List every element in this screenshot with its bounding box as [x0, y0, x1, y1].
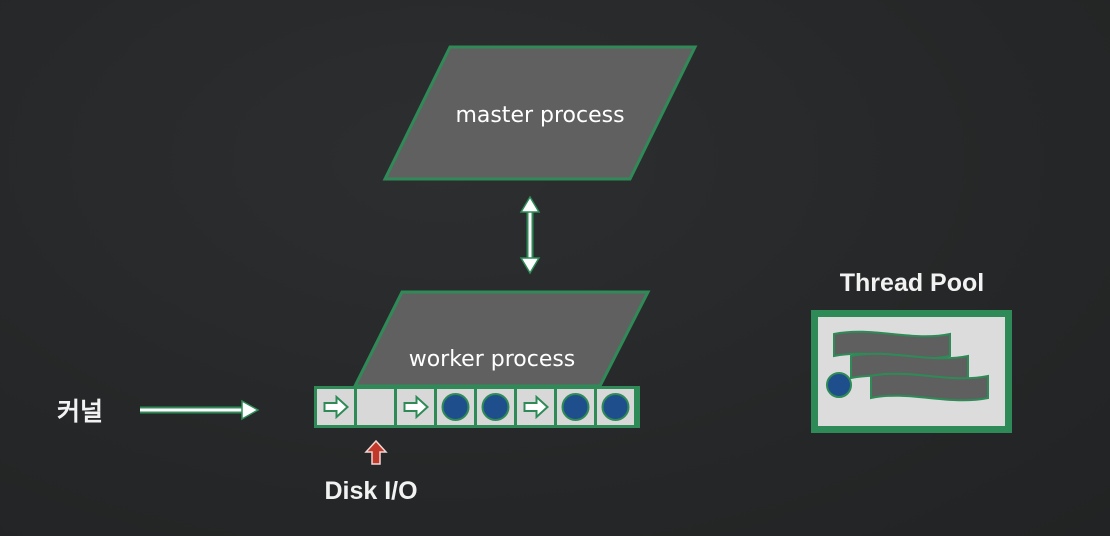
queue-cell	[357, 389, 394, 425]
queue-event-arrow-icon	[403, 394, 429, 420]
queue-event-arrow-icon	[523, 394, 549, 420]
queue-task-circle	[441, 393, 470, 421]
thread-pool-title: Thread Pool	[840, 269, 984, 297]
worker-process-node: worker process	[352, 290, 651, 388]
master-process-label: master process	[455, 103, 624, 128]
thread-band-3	[870, 372, 989, 402]
disk-io-up-arrow	[364, 439, 388, 465]
worker-process-label: worker process	[409, 347, 576, 372]
thread-pool-box	[811, 310, 1012, 433]
queue-task-circle	[561, 393, 590, 421]
master-worker-double-arrow	[519, 195, 541, 275]
queue-event-arrow-icon	[323, 394, 349, 420]
master-process-shape	[382, 45, 698, 181]
event-queue	[314, 386, 640, 428]
queue-task-circle	[601, 393, 630, 421]
master-process-node: master process	[382, 45, 698, 181]
kernel-to-queue-arrow	[140, 399, 260, 421]
thread-pool-task-circle	[826, 372, 852, 398]
queue-task-circle	[481, 393, 510, 421]
disk-io-label: Disk I/O	[324, 477, 417, 505]
kernel-label: 커널	[57, 398, 103, 426]
